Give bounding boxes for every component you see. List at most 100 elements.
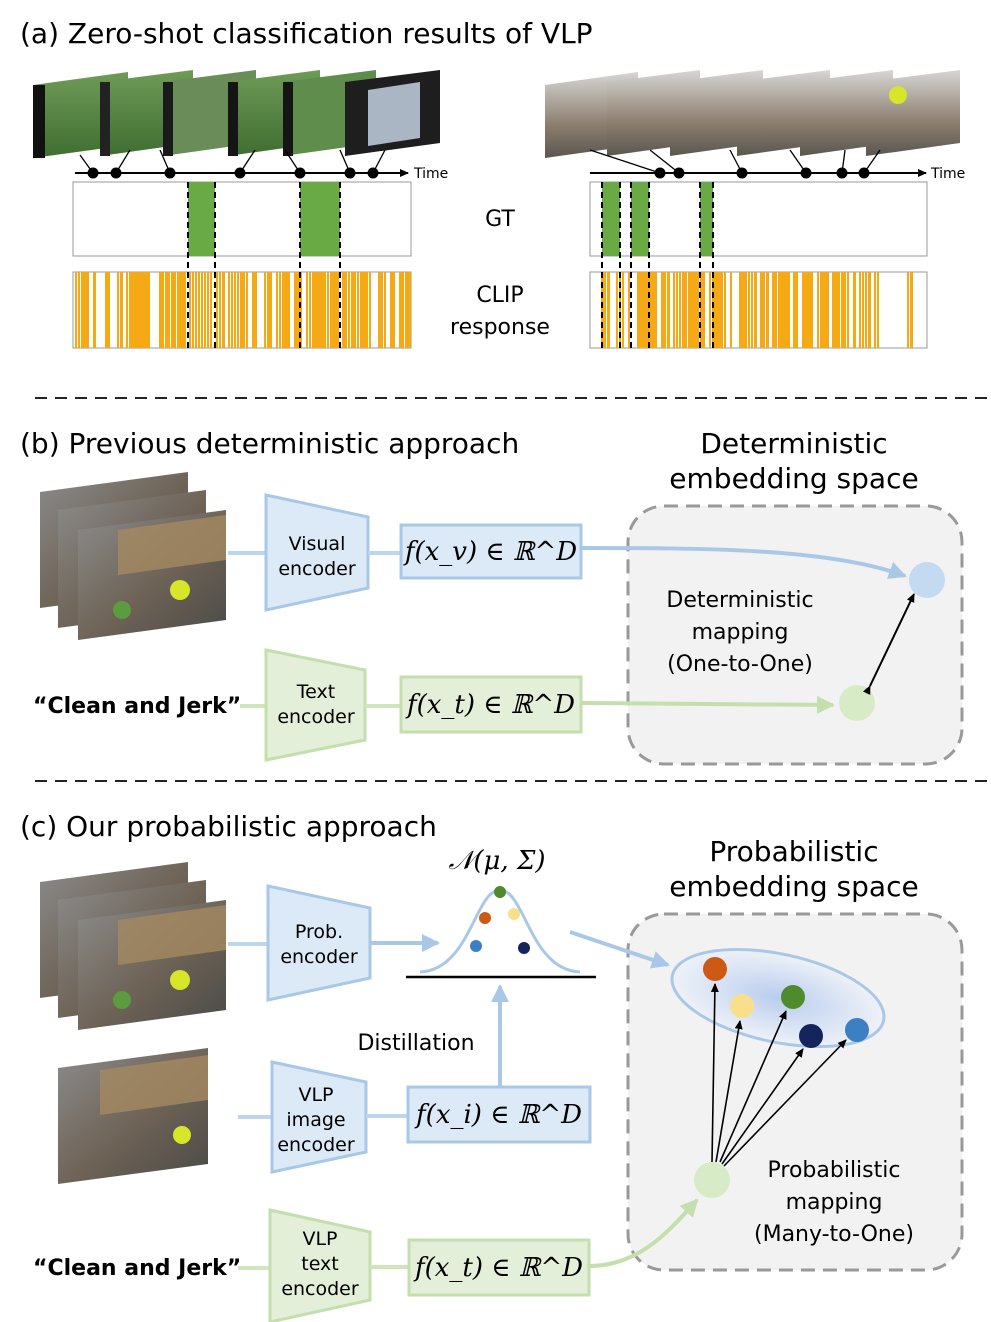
clip-response-stripe [772, 272, 775, 348]
clip-response-stripe [159, 272, 162, 348]
vlp-image-label-line1: VLP [298, 1084, 333, 1106]
text-query: “Clean and Jerk” [33, 1256, 241, 1281]
clip-response-stripe [685, 272, 687, 348]
clip-response-stripe [84, 272, 87, 348]
prob-space-title-line1: Probabilistic [709, 835, 878, 868]
clip-response-stripe [366, 272, 368, 348]
embedding-point-blue [845, 1018, 869, 1042]
clip-response-stripe [793, 272, 796, 348]
clip-response-stripe [703, 272, 705, 348]
clip-response-stripe [357, 272, 359, 348]
clip-response-stripe [643, 272, 646, 348]
clip-response-stripe [312, 272, 315, 348]
text-embedding-point [694, 1162, 730, 1198]
clip-response-stripe [649, 272, 652, 348]
clip-response-stripe [195, 272, 197, 348]
clip-response-stripe [342, 272, 345, 348]
prob-encoder-label-line2: encoder [280, 946, 358, 968]
clip-response-stripe [252, 272, 255, 348]
clip-response-stripe [718, 272, 721, 348]
panel-c-title: (c) Our probabilistic approach [20, 810, 437, 843]
clip-response-stripe [207, 272, 209, 348]
video-clip-stack [40, 862, 226, 1030]
clip-response-stripe [345, 272, 347, 348]
clip-response-stripe [796, 272, 798, 348]
clip-response-stripe [237, 272, 239, 348]
clip-response-stripe [724, 272, 726, 348]
clip-response-stripe [604, 272, 606, 348]
clip-label-line2: response [450, 315, 550, 340]
clip-response-stripe [276, 272, 278, 348]
left-gt-track [72, 181, 412, 257]
clip-response-stripe [126, 272, 128, 348]
clip-response-stripe [742, 272, 745, 348]
embedding-point-yellow [730, 994, 754, 1018]
clip-response-stripe [721, 272, 723, 348]
clip-response-stripe [811, 272, 813, 348]
vlp-text-feature-label: f(x_t) ∈ ℝ^D [413, 1253, 583, 1283]
clip-response-stripe [679, 272, 681, 348]
gaussian-to-space-arrow [569, 930, 670, 969]
vlp-text-feature-box [407, 1238, 591, 1297]
clip-response-stripe [694, 272, 697, 348]
clip-response-stripe [748, 272, 750, 348]
clip-response-stripe [859, 272, 861, 348]
clip-response-stripe [817, 272, 819, 348]
text-query: “Clean and Jerk” [33, 694, 241, 719]
right-timeline-dots [654, 167, 870, 179]
sample-point-navy [518, 942, 530, 954]
visual-embedding-point [909, 562, 945, 598]
clip-response-stripe [820, 272, 823, 348]
clip-response-stripe [201, 272, 203, 348]
clip-response-stripe [874, 272, 876, 348]
clip-response-stripe [180, 272, 183, 348]
visual-encoder-label-line1: Visual [289, 533, 346, 555]
clip-response-stripe [297, 272, 300, 348]
clip-response-stripe [751, 272, 753, 348]
clip-response-stripe [381, 272, 383, 348]
clip-response-stripe [192, 272, 194, 348]
clip-response-stripe [135, 272, 138, 348]
clip-response-stripe [907, 272, 909, 348]
clip-response-stripe [300, 272, 302, 348]
clip-response-stripe [138, 272, 141, 348]
image-feature-label: f(x_i) ∈ ℝ^D [414, 1100, 582, 1130]
clip-response-stripe [775, 272, 777, 348]
embedding-point-orange [703, 957, 727, 981]
visual-feature-box [399, 523, 583, 580]
gt-label: GT [485, 207, 515, 232]
many-to-one-mapping-arrows [710, 983, 847, 1167]
panel-a-title: (a) Zero-shot classification results of … [20, 17, 593, 50]
clip-response-stripe [354, 272, 356, 348]
clip-response-stripe [393, 272, 395, 348]
right-frame-connectors [589, 149, 881, 174]
clip-response-stripe [661, 272, 664, 348]
clip-response-stripe [270, 272, 272, 348]
vlp-text-label-line2: text [301, 1253, 339, 1275]
clip-response-stripe [637, 272, 640, 348]
clip-response-stripe [832, 272, 835, 348]
clip-response-stripe [877, 272, 879, 348]
clip-response-stripe [619, 272, 621, 348]
video-clip-stack [40, 472, 226, 640]
clip-response-stripe [730, 272, 732, 348]
visual-encoder [264, 493, 370, 612]
clip-response-stripe [141, 272, 144, 348]
panel-b-title: (b) Previous deterministic approach [20, 427, 519, 460]
clip-response-stripe [243, 272, 245, 348]
right-gt-segment [700, 182, 713, 256]
clip-response-stripe [399, 272, 402, 348]
right-time-label: Time [930, 166, 965, 182]
clip-response-stripe [601, 272, 604, 348]
clip-response-stripe [787, 272, 790, 348]
clip-response-stripe [81, 272, 84, 348]
left-timeline-dots [87, 167, 379, 179]
clip-response-stripe [324, 272, 326, 348]
prob-encoder [266, 884, 372, 1002]
clip-response-stripe [682, 272, 685, 348]
det-mapping-line1: Deterministic [666, 588, 813, 613]
clip-response-stripe [697, 272, 699, 348]
clip-response-stripe [607, 272, 610, 348]
det-mapping-line3: (One-to-One) [667, 652, 813, 677]
clip-label-line1: CLIP [476, 283, 523, 308]
